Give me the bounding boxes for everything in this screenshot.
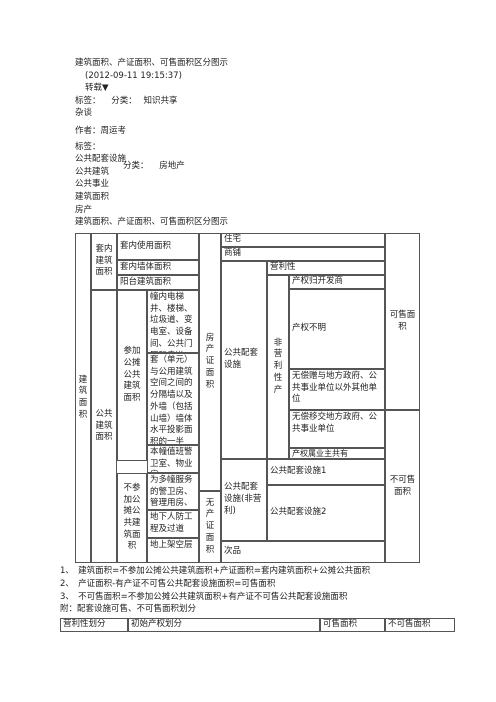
tag-link[interactable]: 公共配套设施	[75, 154, 127, 165]
repost-link[interactable]: 转载▼	[85, 83, 109, 94]
table-header-cell: 不可售面积	[385, 618, 455, 632]
table-header-cell: 营利性划分	[60, 618, 128, 632]
no-title-cert-area-cell: 无产证面积	[199, 491, 221, 563]
facility-1-cell: 公共配套设施1	[267, 459, 385, 485]
ownership-developer-cell: 产权归开发商	[289, 275, 385, 289]
note-appendix: 附：配套设施可售、不可售面积划分	[60, 604, 197, 615]
saleable-table: 营利性划分 初始产权划分 可售面积 不可售面积	[60, 618, 455, 632]
tag-list: 公共配套设施 公共建筑 公共事业 建筑面积 房产 分类： 房地产	[75, 154, 395, 217]
suite-wall-area-cell: 套内墙体面积	[117, 260, 199, 275]
area-diagram: 建筑面积 套内建筑面积 套内使用面积 套内墙体面积 阳台建筑面积 公共建筑面积 …	[75, 233, 420, 563]
category-link-2[interactable]: 房地产	[159, 161, 185, 172]
shared-item-2: 套（单元）与公用建筑空间之间的分隔墙以及外墙（包括山墙）墙体水平投影面积的一半	[147, 353, 199, 445]
public-building-area-cell: 公共建筑面积	[91, 290, 117, 563]
suite-use-area-cell: 套内使用面积	[117, 233, 199, 260]
non-shared-item-2: 为多幢服务的警卫房、管理用房、发电配电设备房。	[147, 473, 199, 510]
note-1: 1、 建筑面积=不参加公摊公共建筑面积+产证面积=套内建筑面积+公摊公共面积	[60, 566, 371, 576]
author: 作者：周运考	[75, 125, 127, 136]
non-shared-area-cell: 不参加公摊公共建筑面积	[117, 473, 147, 563]
tag-link[interactable]: 公共建筑	[75, 166, 110, 177]
tags-label: 标签：	[75, 95, 101, 106]
non-saleable-area-cell: 不可售面积	[385, 410, 420, 563]
gift-to-gov-cell: 无偿移交地方政府、公共事业单位	[289, 410, 385, 448]
for-profit-cell: 营利性	[267, 261, 385, 275]
non-shared-item-3: 地下人防工程及过道	[147, 510, 199, 538]
public-facilities-non-profit-cell: 公共配套设施(非营利)	[221, 459, 267, 541]
building-area-cell: 建筑面积	[75, 233, 91, 563]
shared-area-cell: 参加公摊公共建筑面积	[117, 290, 147, 461]
owned-by-all-cell: 产权属业主共有	[289, 448, 385, 459]
category-row-2: 分类： 房地产	[123, 161, 185, 172]
suite-building-area-cell: 套内建筑面积	[91, 233, 117, 290]
non-profit-cell: 非营利性产	[267, 275, 289, 459]
article-header: 建筑面积、产证面积、可售面积区分图示 (2012-09-11 19:15:37)…	[75, 58, 395, 230]
shared-item-1: 幢内电梯井、楼梯、垃圾道、变电室、设备间、公共门厅和走道、地下设备等	[147, 290, 199, 353]
post-datetime: (2012-09-11 19:15:37)	[85, 70, 182, 81]
residence-cell: 住宅	[221, 233, 385, 247]
facility-2-cell: 公共配套设施2	[267, 485, 385, 541]
tag-link[interactable]: 公共事业	[75, 179, 110, 190]
notes: 1、 建筑面积=不参加公摊公共建筑面积+产证面积=套内建筑面积+公摊公共面积 2…	[60, 566, 480, 617]
sub-product-cell: 次品	[221, 541, 385, 563]
tag-link[interactable]: 建筑面积	[75, 191, 110, 202]
category-link[interactable]: 知识共享	[143, 95, 178, 106]
ownership-unclear-cell: 产权不明	[289, 289, 385, 369]
gift-to-others-cell: 无偿赠与地方政府、公共事业单位以外其他单位	[289, 369, 385, 410]
tags-row: 标签： 分类： 知识共享	[75, 96, 395, 109]
tag-link[interactable]: 杂谈	[75, 108, 93, 119]
balcony-area-cell: 阳台建筑面积	[117, 275, 199, 290]
article-title: 建筑面积、产证面积、可售面积区分图示	[75, 58, 229, 68]
table-header-cell: 初始产权划分	[128, 618, 320, 632]
tag-link[interactable]: 房产	[75, 204, 93, 215]
diagram-subtitle: 建筑面积、产证面积、可售面积区分图示	[75, 217, 229, 228]
note-3: 3、 不可售面积=不参加公摊公共建筑面积+有产证不可售公共配套设施面积	[60, 591, 348, 602]
table-header-cell: 可售面积	[320, 618, 385, 632]
category-label: 分类：	[111, 95, 137, 106]
saleable-area-cell: 可售面积	[385, 233, 420, 410]
shop-cell: 商铺	[221, 247, 385, 261]
tags-label-2: 标签：	[75, 141, 101, 152]
title-cert-area-cell: 房产证面积	[199, 233, 221, 491]
category-label-2: 分类：	[123, 161, 149, 172]
non-shared-item-1: 本幢值班警卫室、物业房	[147, 445, 199, 473]
non-shared-item-4: 地上架空层	[147, 538, 199, 563]
note-2: 2、 产证面积-有产证不可售公共配套设施面积=可售面积	[60, 578, 276, 589]
public-facilities-cell: 公共配套设施	[221, 261, 267, 459]
